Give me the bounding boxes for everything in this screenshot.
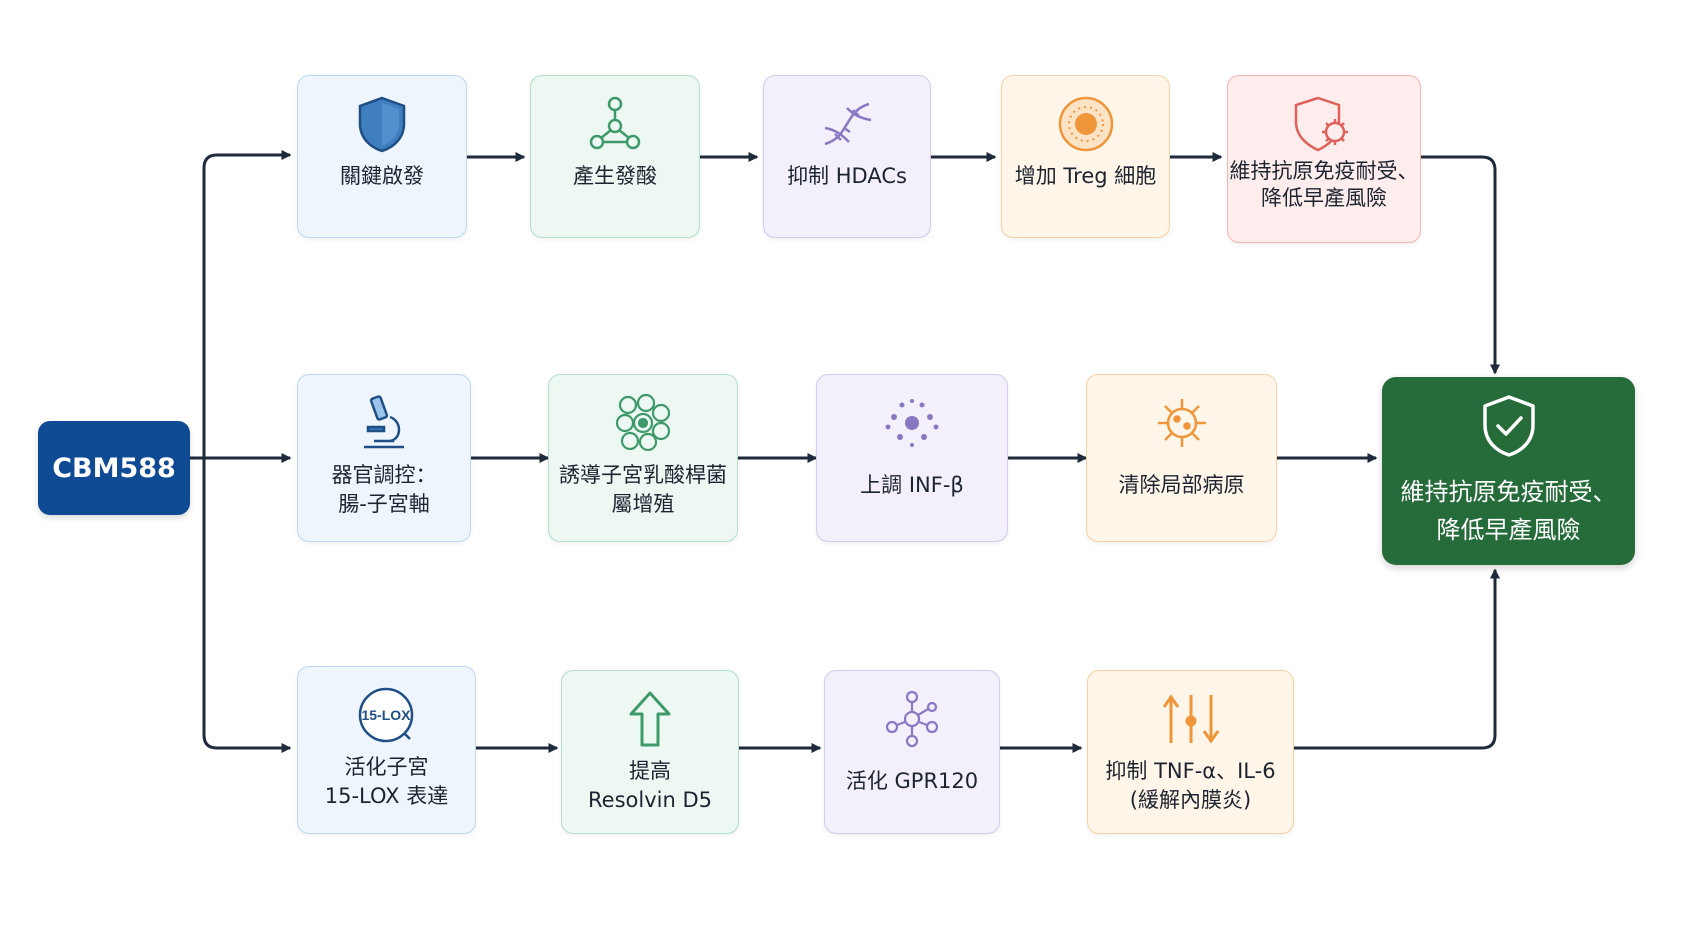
final-outcome-node: 維持抗原免疫耐受、 降低早產風險 bbox=[1382, 377, 1635, 565]
step-label: 提高 Resolvin D5 bbox=[588, 759, 712, 812]
step-r3-3: 活化 GPR120 bbox=[824, 670, 1000, 834]
step-r3-2: 提高 Resolvin D5 bbox=[561, 670, 739, 834]
final-label: 維持抗原免疫耐受、 降低早產風險 bbox=[1400, 478, 1617, 544]
step-r3-4: 抑制 TNF-α、IL-6 (緩解內膜炎) bbox=[1087, 670, 1294, 834]
step-r2-1: 器官調控： 腸-子宮軸 bbox=[297, 374, 471, 542]
arrow-start-to-row1 bbox=[202, 150, 292, 458]
dots-burst-icon bbox=[880, 393, 944, 453]
step-label: 活化子宮 15-LOX 表達 bbox=[324, 755, 449, 808]
step-label: 抑制 HDACs bbox=[787, 164, 907, 188]
step-label: 抑制 TNF-α、IL-6 (緩解內膜炎) bbox=[1105, 759, 1276, 812]
step-label: 誘導子宮乳酸桿菌 屬增殖 bbox=[559, 463, 727, 516]
step-label: 器官調控： 腸-子宮軸 bbox=[331, 463, 437, 516]
step-r2-3: 上調 INF-β bbox=[816, 374, 1008, 542]
cell-icon bbox=[1056, 94, 1116, 154]
step-label: 增加 Treg 細胞 bbox=[1014, 164, 1157, 188]
step-r1-2: 產生發酸 bbox=[530, 75, 700, 238]
dna-icon bbox=[817, 94, 877, 154]
shield-virus-icon bbox=[1291, 94, 1357, 154]
shield-check-icon bbox=[1479, 393, 1539, 463]
step-r1-3: 抑制 HDACs bbox=[763, 75, 931, 238]
arrow-r3-to-final bbox=[1294, 568, 1500, 750]
step-r1-1: 關鍵啟發 bbox=[297, 75, 467, 238]
step-label: 上調 INF-β bbox=[860, 473, 964, 497]
step-r2-4: 清除局部病原 bbox=[1086, 374, 1277, 542]
enzyme-badge-icon: 15-LOX bbox=[356, 685, 418, 745]
bacteria-cluster-icon bbox=[613, 393, 673, 453]
receptor-network-icon bbox=[882, 689, 942, 749]
step-r3-1: 15-LOX 活化子宮 15-LOX 表達 bbox=[297, 666, 476, 834]
regulate-arrows-icon bbox=[1159, 689, 1223, 749]
step-label: 維持抗原免疫耐受、 降低早產風險 bbox=[1229, 159, 1419, 210]
step-label: 活化 GPR120 bbox=[845, 769, 979, 793]
step-r1-4: 增加 Treg 細胞 bbox=[1001, 75, 1170, 238]
virus-icon bbox=[1152, 393, 1212, 453]
step-r2-2: 誘導子宮乳酸桿菌 屬增殖 bbox=[548, 374, 738, 542]
molecule-icon bbox=[585, 94, 645, 154]
enzyme-badge-text: 15-LOX bbox=[361, 707, 411, 723]
step-label: 產生發酸 bbox=[573, 164, 657, 188]
step-label: 清除局部病原 bbox=[1118, 473, 1245, 497]
arrow-r1-to-final bbox=[1421, 155, 1500, 375]
start-label: CBM588 bbox=[52, 452, 176, 484]
step-r1-5: 維持抗原免疫耐受、 降低早產風險 bbox=[1227, 75, 1421, 243]
microscope-icon bbox=[354, 393, 414, 453]
step-label: 關鍵啟發 bbox=[340, 164, 424, 188]
start-node-cbm588: CBM588 bbox=[38, 421, 190, 515]
arrow-up-icon bbox=[625, 689, 675, 749]
shield-icon bbox=[355, 94, 409, 154]
arrow-start-to-row3 bbox=[202, 458, 292, 753]
